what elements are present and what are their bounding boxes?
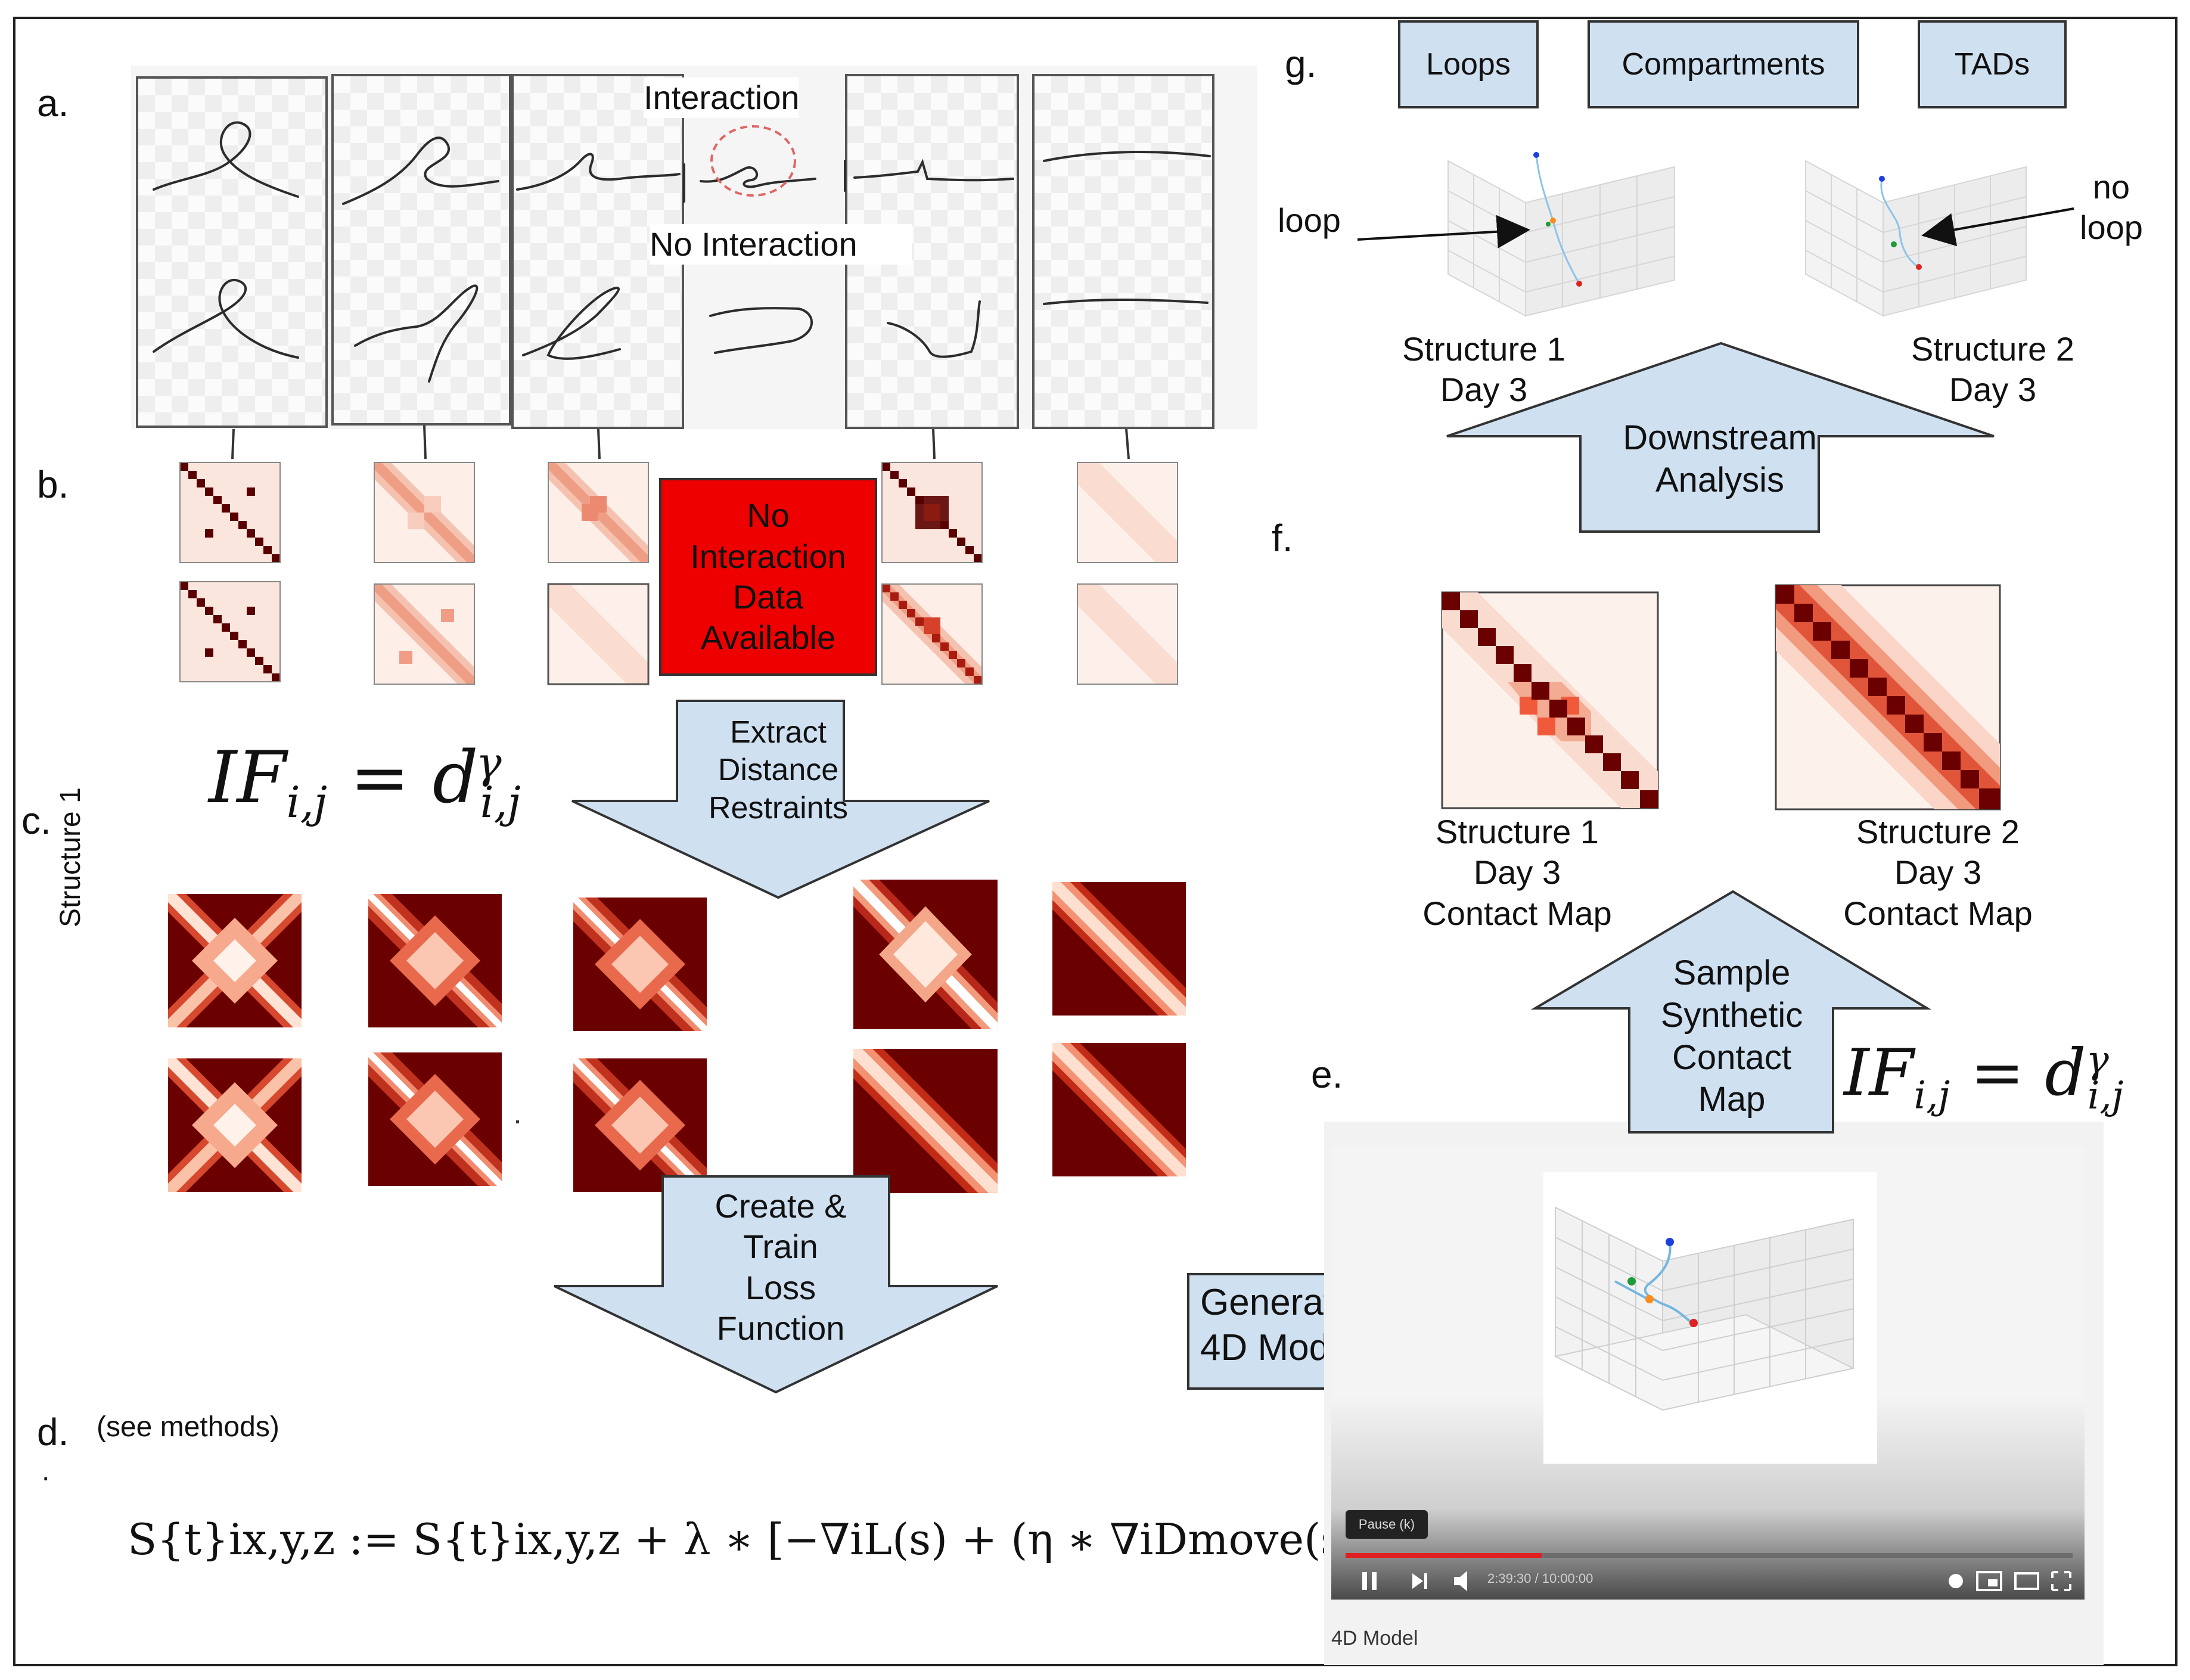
contact-map-2-caption: Structure 2 Day 3 Contact Map [1843,813,2033,932]
sketch-panel-6 [1032,74,1214,429]
formula-left: IFi,j = dγi,j [209,737,545,827]
miniplayer-icon [1976,1571,2002,1591]
video-caption: 4D Model [1331,1627,1418,1650]
panel-label-c: c. [21,799,51,842]
no-data-text: No Interaction Data Available [690,496,846,657]
map-b-5b [881,583,983,685]
pause-tooltip: Pause (k) [1346,1510,1428,1539]
formula-left-eq: = d [350,737,479,819]
video-3d-plot [1543,1172,1877,1464]
arrow-create-text: Create & Train Loss Function [715,1187,847,1347]
panel-label-g: g. [1285,42,1317,85]
heatmap-c-4b [853,1049,998,1193]
interaction-highlight-circle [710,125,796,197]
heatmap-c-3a [573,898,707,1031]
interaction-label: Interaction [644,77,800,119]
panel-label-a: a. [37,82,69,125]
heatmap-c-5a [1052,882,1186,1016]
contact-map-1 [1441,591,1659,809]
formula-left-sub: i,j [286,777,327,827]
formula-left-sub2: i,j [480,777,521,827]
contact-map-2 [1775,584,2001,811]
formula-right-if: IF [1844,1036,1914,1110]
map-b-2a [374,462,475,563]
arrow-create [554,1175,998,1394]
map-b-3b [547,583,650,685]
video-time: 2:39:30 / 10:00:00 [1487,1571,1593,1586]
arrow-sample-text: Sample Synthetic Contact Map [1660,954,1803,1119]
loops-box: Loops [1398,20,1539,108]
figure-frame [13,17,2177,1666]
progress-track[interactable] [1346,1553,2073,1558]
map-b-6b [1077,583,1178,685]
panel-label-d: d. [37,1411,69,1454]
formula-right-sup: γ [2086,1038,2109,1082]
contact-map-1-caption: Structure 1 Day 3 Contact Map [1422,813,1612,932]
volume-icon [1454,1571,1467,1591]
map-b-1b [179,581,281,682]
panel-c-heatmaps [168,880,1186,1193]
settings-icon [1949,1574,1963,1588]
loop-label: loop [1278,201,1341,239]
formula-right-eq: = d [1970,1036,2086,1110]
next-icon [1412,1573,1423,1589]
formula-right-sub2: i,j [2087,1073,2124,1118]
panel-label-f: f. [1272,517,1293,560]
sketch-panel-1 [136,76,328,428]
structure1-caption: Structure 1 Day 3 [1402,330,1565,409]
progress-fill [1346,1553,1542,1558]
arrow-downstream [1446,341,1995,533]
no-loop-label: no loop [2080,168,2143,247]
update-equation: S{t}ix,y,z := S{t}ix,y,z + λ ∗ [−∇iL(s) … [128,1514,1393,1564]
heatmap-c-3b [573,1058,707,1192]
panel-label-b: b. [37,463,69,506]
panel-label-e: e. [1311,1053,1343,1096]
heatmap-c-2b [368,1052,502,1186]
tads-box: TADs [1918,20,2067,108]
formula-left-if: IF [209,737,287,819]
annotation-arrows [1357,207,2074,249]
see-methods: (see methods) [97,1411,279,1443]
pause-icon [1362,1572,1367,1590]
polymer-sketches [153,121,1211,459]
formula-right: IFi,j = dγi,j [1844,1036,2145,1118]
no-interaction-label: No Interaction [650,224,912,265]
fullscreen-icon [2051,1571,2071,1591]
heatmap-c-2a [368,894,502,1027]
map-b-1a [179,462,281,563]
panel-d-dot: . [42,1455,50,1487]
no-data-box: No Interaction Data Available [659,478,877,676]
formula-left-sup: γ [476,738,502,788]
theater-icon [2014,1572,2039,1590]
compartments-box: Compartments [1588,20,1859,108]
arrow-extract [571,700,990,899]
heatmap-c-1b [168,1058,302,1192]
no-loop-arrow [1921,207,2074,247]
heatmap-c-4a [853,880,998,1029]
structure2-caption: Structure 2 Day 3 [1911,330,2074,409]
map-b-3a [548,462,649,563]
video-controls [1362,1571,2071,1591]
arrow-downstream-text: Downstream Analysis [1623,418,1817,499]
sketch-panel-2 [331,74,511,426]
panel-b-maps [179,462,1178,685]
heatmap-c-5b [1052,1043,1186,1176]
map-b-2b [374,583,475,685]
loop-arrow [1357,215,1530,249]
arrow-extract-text: Extract Distance Restraints [708,715,849,825]
map-b-5a [881,462,983,563]
formula-right-sub: i,j [1913,1073,1950,1118]
map-b-6a [1077,462,1178,563]
heatmap-c-1a [168,894,302,1027]
arrow-sample [1530,890,1932,1134]
